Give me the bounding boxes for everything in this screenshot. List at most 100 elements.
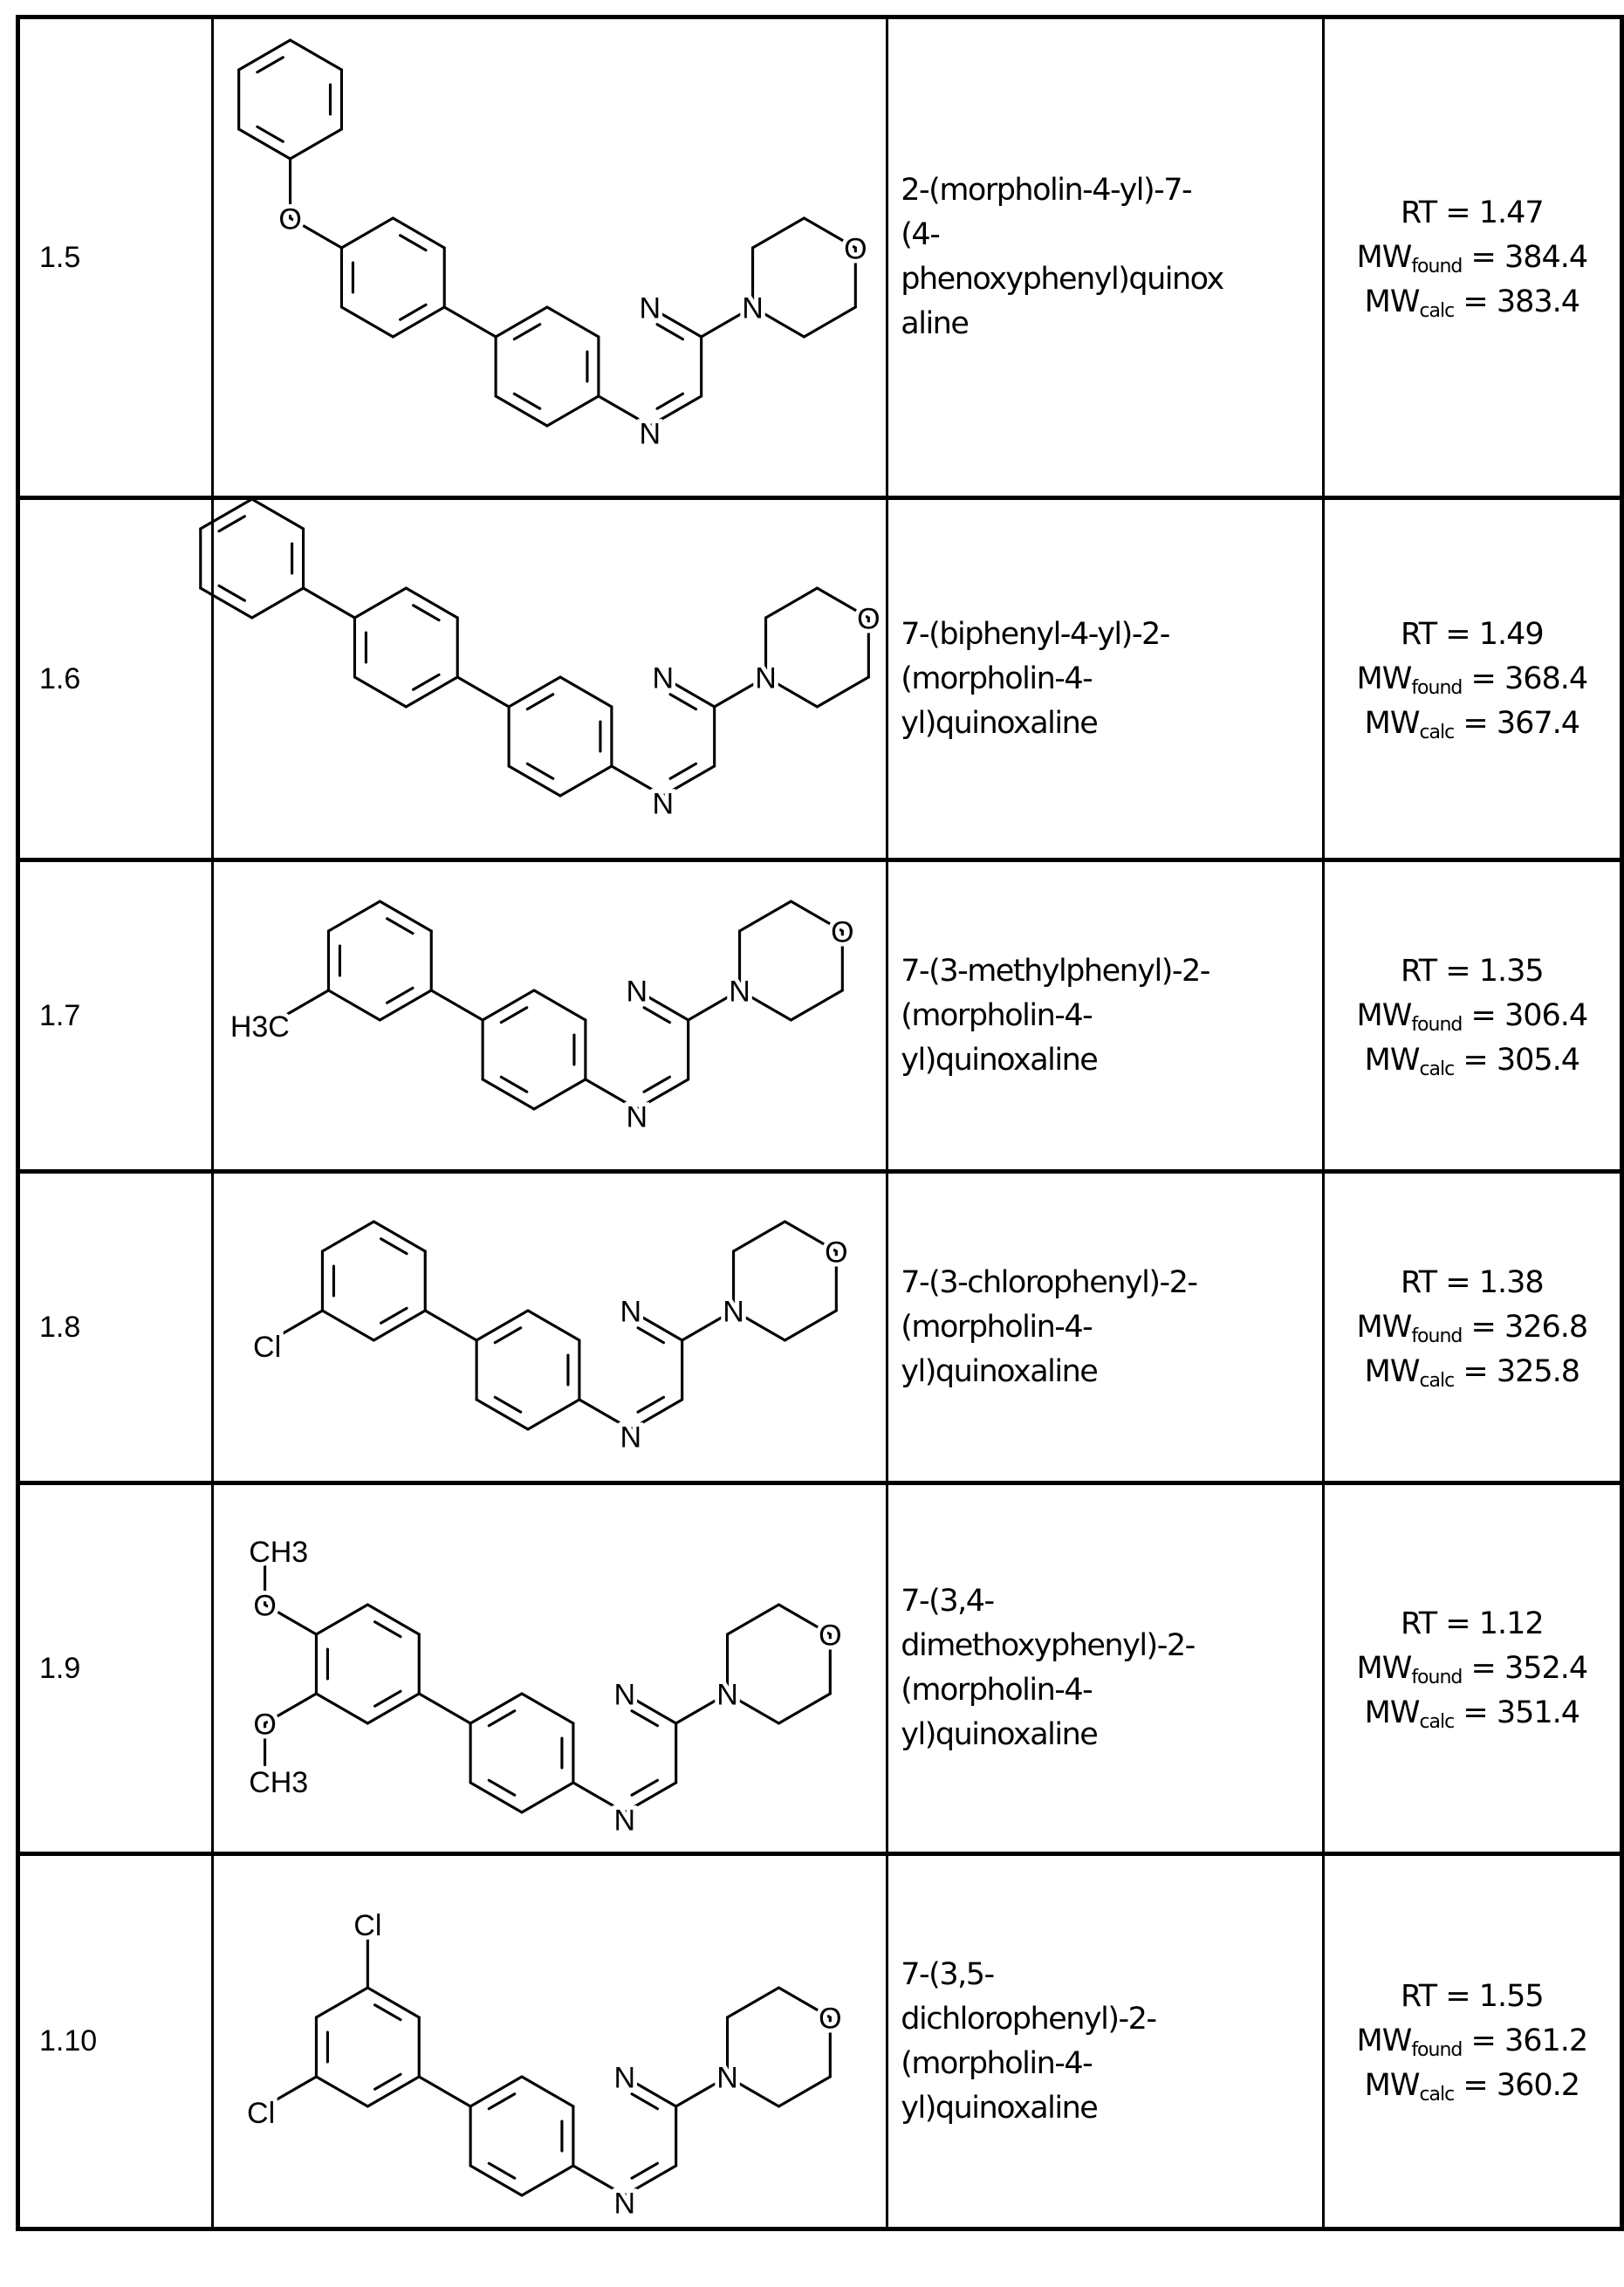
mw-label: MW bbox=[1357, 240, 1412, 275]
mw-label: MW bbox=[1365, 284, 1420, 319]
compound-name-line: 7-(biphenyl-4-yl)-2- bbox=[901, 613, 1321, 657]
compound-name: 7-(3,4-dimethoxyphenyl)-2-(morpholin-4-y… bbox=[887, 1483, 1323, 1854]
mw-calc: MWcalc = 325.8 bbox=[1325, 1350, 1620, 1394]
rt-value: 1.49 bbox=[1479, 617, 1544, 652]
mw-calc-subscript: calc bbox=[1419, 722, 1454, 743]
analytical-data: RT = 1.49MWfound = 368.4MWcalc = 367.4 bbox=[1323, 498, 1621, 860]
rt-value: 1.12 bbox=[1479, 1606, 1544, 1641]
mw-found-subscript: found bbox=[1411, 256, 1462, 277]
compound-name-line: (morpholin-4- bbox=[901, 1305, 1321, 1350]
compound-name-line: phenoxyphenyl)quinox bbox=[901, 257, 1321, 302]
rt-value: 1.38 bbox=[1479, 1265, 1544, 1300]
rt-value: 1.55 bbox=[1479, 1979, 1544, 2014]
structure-cell bbox=[212, 1483, 887, 1854]
mw-found-subscript: found bbox=[1411, 1325, 1462, 1347]
rt-label: RT bbox=[1401, 617, 1436, 652]
compound-name-line: dichlorophenyl)-2- bbox=[901, 1997, 1321, 2042]
mw-found-subscript: found bbox=[1411, 1667, 1462, 1688]
compound-name: 7-(biphenyl-4-yl)-2-(morpholin-4-yl)quin… bbox=[887, 498, 1323, 860]
table-row: 1.6 7-(biphenyl-4-yl)-2-(morpholin-4-yl)q… bbox=[18, 498, 1622, 860]
compound-name-line: yl)quinoxaline bbox=[901, 1038, 1321, 1083]
mw-calc-value: 351.4 bbox=[1497, 1695, 1579, 1730]
compound-name-line: yl)quinoxaline bbox=[901, 2086, 1321, 2131]
example-number: 1.8 bbox=[18, 1172, 213, 1483]
example-number: 1.6 bbox=[18, 498, 213, 860]
rt-label: RT bbox=[1401, 195, 1436, 230]
analytical-data: RT = 1.38MWfound = 326.8MWcalc = 325.8 bbox=[1323, 1172, 1621, 1483]
rt-value: 1.47 bbox=[1479, 195, 1544, 230]
mw-label: MW bbox=[1357, 998, 1412, 1033]
compound-name: 7-(3,5-dichlorophenyl)-2-(morpholin-4-yl… bbox=[887, 1854, 1323, 2229]
retention-time: RT = 1.55 bbox=[1325, 1975, 1620, 2019]
analytical-data: RT = 1.12MWfound = 352.4MWcalc = 351.4 bbox=[1323, 1483, 1621, 1854]
analytical-data: RT = 1.35MWfound = 306.4MWcalc = 305.4 bbox=[1323, 860, 1621, 1172]
table-row: 1.5 2-(morpholin-4-yl)-7-(4-phenoxyphenyl… bbox=[18, 17, 1622, 498]
compound-name-line: (4- bbox=[901, 213, 1321, 257]
mw-found-subscript: found bbox=[1411, 677, 1462, 699]
compound-name-line: dimethoxyphenyl)-2- bbox=[901, 1624, 1321, 1668]
table-row: 1.107-(3,5-dichlorophenyl)-2-(morpholin-… bbox=[18, 1854, 1622, 2229]
compound-name-line: 7-(3,4- bbox=[901, 1579, 1321, 1624]
rt-value: 1.35 bbox=[1479, 954, 1544, 989]
compound-name-line: (morpholin-4- bbox=[901, 994, 1321, 1038]
compound-name-line: (morpholin-4- bbox=[901, 1668, 1321, 1713]
structure-cell bbox=[212, 498, 887, 860]
mw-calc-value: 305.4 bbox=[1497, 1043, 1579, 1078]
mw-found-subscript: found bbox=[1411, 1014, 1462, 1036]
mw-calc: MWcalc = 305.4 bbox=[1325, 1038, 1620, 1083]
rt-label: RT bbox=[1401, 1265, 1436, 1300]
mw-calc-value: 383.4 bbox=[1497, 284, 1579, 319]
compound-name-line: 2-(morpholin-4-yl)-7- bbox=[901, 168, 1321, 213]
mw-calc: MWcalc = 360.2 bbox=[1325, 2064, 1620, 2108]
mw-label: MW bbox=[1365, 1695, 1420, 1730]
structure-cell bbox=[212, 1172, 887, 1483]
analytical-data: RT = 1.47MWfound = 384.4MWcalc = 383.4 bbox=[1323, 17, 1621, 498]
example-number: 1.7 bbox=[18, 860, 213, 1172]
mw-label: MW bbox=[1357, 1651, 1412, 1686]
table-row: 1.7 7-(3-methylphenyl)-2-(morpholin-4-yl)… bbox=[18, 860, 1622, 1172]
mw-label: MW bbox=[1357, 1310, 1412, 1345]
retention-time: RT = 1.49 bbox=[1325, 613, 1620, 657]
mw-calc-value: 367.4 bbox=[1497, 706, 1579, 741]
mw-calc: MWcalc = 383.4 bbox=[1325, 280, 1620, 325]
rt-label: RT bbox=[1401, 1979, 1436, 2014]
structure-cell bbox=[212, 1854, 887, 2229]
example-number: 1.5 bbox=[18, 17, 213, 498]
mw-found-value: 352.4 bbox=[1504, 1651, 1587, 1686]
mw-calc-subscript: calc bbox=[1419, 1711, 1454, 1733]
analytical-data: RT = 1.55MWfound = 361.2MWcalc = 360.2 bbox=[1323, 1854, 1621, 2229]
mw-label: MW bbox=[1357, 661, 1412, 696]
example-number: 1.9 bbox=[18, 1483, 213, 1854]
retention-time: RT = 1.12 bbox=[1325, 1602, 1620, 1647]
table-row: 1.9 7-(3,4-dimethoxyphenyl)-2-(morpholin-… bbox=[18, 1483, 1622, 1854]
structure-cell bbox=[212, 17, 887, 498]
retention-time: RT = 1.35 bbox=[1325, 949, 1620, 994]
mw-found: MWfound = 306.4 bbox=[1325, 994, 1620, 1038]
compound-name-line: yl)quinoxaline bbox=[901, 1713, 1321, 1757]
mw-label: MW bbox=[1365, 2068, 1420, 2103]
mw-found-subscript: found bbox=[1411, 2039, 1462, 2061]
mw-found-value: 368.4 bbox=[1504, 661, 1587, 696]
compound-name: 7-(3-methylphenyl)-2-(morpholin-4-yl)qui… bbox=[887, 860, 1323, 1172]
retention-time: RT = 1.38 bbox=[1325, 1261, 1620, 1305]
mw-found: MWfound = 361.2 bbox=[1325, 2019, 1620, 2064]
mw-found-value: 306.4 bbox=[1504, 998, 1587, 1033]
structure-cell bbox=[212, 860, 887, 1172]
mw-label: MW bbox=[1365, 1043, 1420, 1078]
compound-name-line: 7-(3,5- bbox=[901, 1953, 1321, 1997]
mw-calc-value: 325.8 bbox=[1497, 1354, 1579, 1389]
mw-found: MWfound = 368.4 bbox=[1325, 657, 1620, 702]
mw-calc-subscript: calc bbox=[1419, 2084, 1454, 2106]
mw-found-value: 384.4 bbox=[1504, 240, 1587, 275]
mw-label: MW bbox=[1365, 1354, 1420, 1389]
mw-label: MW bbox=[1365, 706, 1420, 741]
mw-found: MWfound = 384.4 bbox=[1325, 236, 1620, 280]
compound-name-line: 7-(3-chlorophenyl)-2- bbox=[901, 1261, 1321, 1305]
compound-name: 2-(morpholin-4-yl)-7-(4-phenoxyphenyl)qu… bbox=[887, 17, 1323, 498]
compound-name-line: yl)quinoxaline bbox=[901, 1350, 1321, 1394]
table-row: 1.8 7-(3-chlorophenyl)-2-(morpholin-4-yl)… bbox=[18, 1172, 1622, 1483]
compound-table: 1.5 2-(morpholin-4-yl)-7-(4-phenoxyphenyl… bbox=[16, 15, 1624, 2231]
compound-name-line: 7-(3-methylphenyl)-2- bbox=[901, 949, 1321, 994]
rt-label: RT bbox=[1401, 1606, 1436, 1641]
mw-calc-value: 360.2 bbox=[1497, 2068, 1579, 2103]
